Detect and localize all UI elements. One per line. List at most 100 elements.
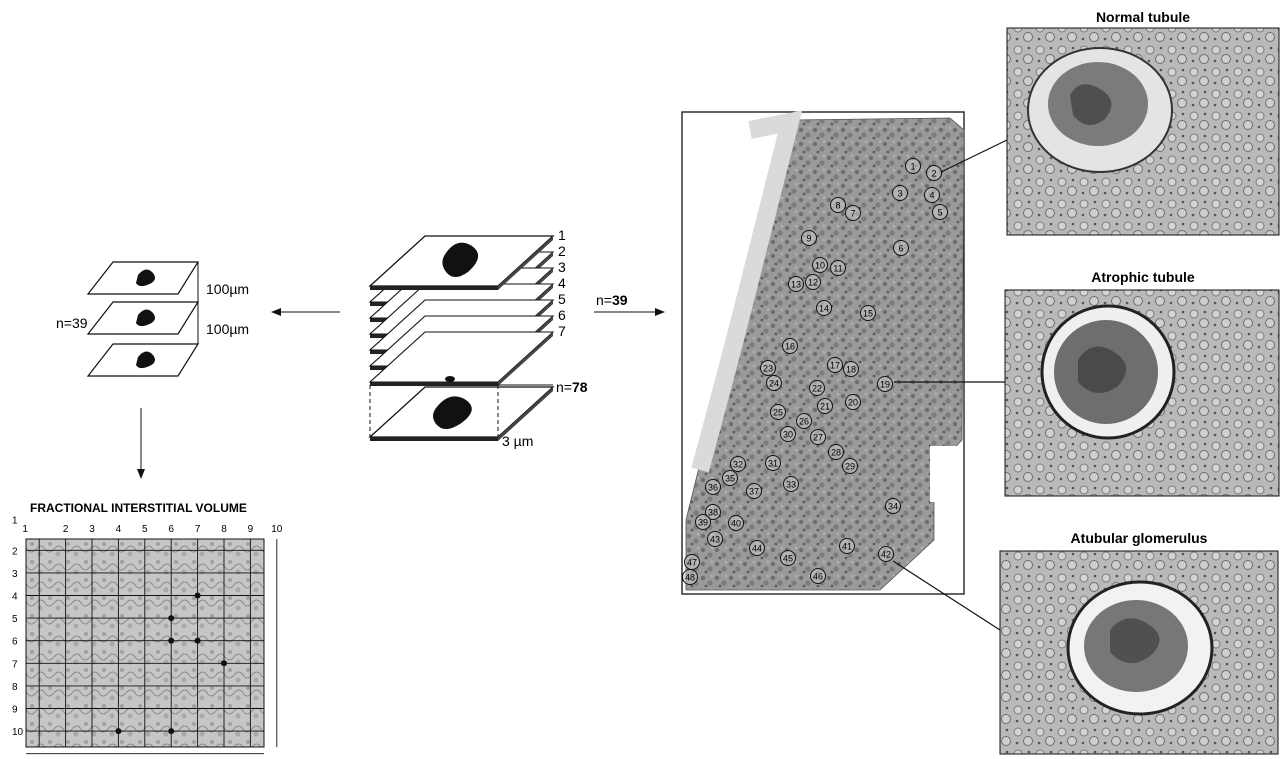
svg-text:26: 26 <box>799 417 809 427</box>
svg-text:38: 38 <box>708 508 718 518</box>
svg-text:30: 30 <box>783 430 793 440</box>
grid-col-label: 1 <box>22 524 28 535</box>
svg-text:23: 23 <box>763 364 773 374</box>
glomerulus-marker: 11 <box>831 261 846 276</box>
svg-text:15: 15 <box>863 309 873 319</box>
svg-text:31: 31 <box>768 459 778 469</box>
glomerulus-marker: 21 <box>818 399 833 414</box>
left-slice-middle <box>88 302 198 334</box>
glomerulus-marker: 17 <box>828 358 843 373</box>
glomerulus-marker: 40 <box>729 516 744 531</box>
glomerulus-marker: 2 <box>927 166 942 181</box>
svg-text:33: 33 <box>786 480 796 490</box>
svg-text:40: 40 <box>731 519 741 529</box>
spacing-label-2: 100µm <box>206 321 249 337</box>
svg-text:46: 46 <box>813 572 823 582</box>
svg-text:2: 2 <box>931 169 936 179</box>
grid-point-marker <box>168 638 174 644</box>
grid-row-label: 6 <box>12 637 18 648</box>
svg-text:36: 36 <box>708 483 718 493</box>
glomerulus-marker: 7 <box>846 206 861 221</box>
glomerulus-marker: 43 <box>708 532 723 547</box>
grid-point-marker <box>115 728 121 734</box>
svg-text:5: 5 <box>937 208 942 218</box>
grid-row-label: 4 <box>12 592 18 603</box>
left-slice-top <box>88 262 198 294</box>
grid-point-marker <box>195 593 201 599</box>
glomerulus-marker: 26 <box>797 414 812 429</box>
svg-text:20: 20 <box>848 398 858 408</box>
svg-text:11: 11 <box>833 264 842 274</box>
glomerulus-marker: 14 <box>817 301 832 316</box>
photo-title-normal: Normal tubule <box>1096 9 1190 25</box>
slice-number: 6 <box>558 307 566 323</box>
grid-row-label: 2 <box>12 546 18 557</box>
thickness-label: 3 µm <box>502 433 533 449</box>
photo-title-atrophic: Atrophic tubule <box>1091 269 1195 285</box>
glomerulus-marker: 13 <box>789 277 804 292</box>
svg-text:3: 3 <box>897 189 902 199</box>
grid-col-label: 8 <box>221 524 227 535</box>
slice-number: 4 <box>558 275 566 291</box>
svg-text:24: 24 <box>769 379 779 389</box>
svg-text:8: 8 <box>835 201 840 211</box>
svg-text:41: 41 <box>842 542 852 552</box>
grid-col-label: 10 <box>271 524 283 535</box>
svg-text:12: 12 <box>808 278 818 288</box>
svg-text:9: 9 <box>806 234 811 244</box>
grid-row-label: 8 <box>12 682 18 693</box>
glomerulus-marker: 30 <box>781 427 796 442</box>
glomerulus-marker: 19 <box>878 377 893 392</box>
svg-text:37: 37 <box>749 487 759 497</box>
tissue-section-panel: 1234567891011121314151617181920212223242… <box>682 112 964 594</box>
section-n-label: n=39 <box>596 292 628 308</box>
svg-text:14: 14 <box>819 304 829 314</box>
svg-text:48: 48 <box>685 573 695 583</box>
glomerulus-marker: 46 <box>811 569 826 584</box>
svg-text:47: 47 <box>687 558 697 568</box>
glomerulus-marker: 45 <box>781 551 796 566</box>
slice-number: 2 <box>558 243 566 259</box>
glomerulus-marker: 39 <box>696 515 711 530</box>
glomerulus-marker: 27 <box>811 430 826 445</box>
grid-col-label: 4 <box>116 524 122 535</box>
grid-point-marker <box>195 638 201 644</box>
svg-text:18: 18 <box>846 365 856 375</box>
grid-col-label: 2 <box>63 524 69 535</box>
svg-text:7: 7 <box>850 209 855 219</box>
glomerulus-marker: 32 <box>731 457 746 472</box>
glomerulus-marker: 31 <box>766 456 781 471</box>
glomerulus-marker: 47 <box>685 555 700 570</box>
slice-number: 7 <box>558 323 566 339</box>
glomerulus-marker: 25 <box>771 405 786 420</box>
grid-point-marker <box>168 615 174 621</box>
slice-number: 5 <box>558 291 566 307</box>
left-slice-stack: 100µm 100µm n=39 <box>56 262 249 376</box>
photo-title-atubular: Atubular glomerulus <box>1071 530 1208 546</box>
glomerulus-marker: 33 <box>784 477 799 492</box>
grid-col-label: 3 <box>89 524 95 535</box>
glomerulus-marker: 24 <box>767 376 782 391</box>
glomerulus-marker: 34 <box>886 499 901 514</box>
glomerulus-marker: 35 <box>723 471 738 486</box>
grid-row-label: 9 <box>12 705 18 716</box>
grid-col-label: 9 <box>248 524 254 535</box>
grid-point-marker <box>221 660 227 666</box>
svg-text:32: 32 <box>733 460 743 470</box>
svg-text:27: 27 <box>813 433 823 443</box>
glomerulus-marker: 41 <box>840 539 855 554</box>
glomerulus-marker: 44 <box>750 541 765 556</box>
grid-row-label: 10 <box>12 727 24 738</box>
glomerulus-marker: 8 <box>831 198 846 213</box>
svg-text:6: 6 <box>898 244 903 254</box>
glomerulus-marker: 42 <box>879 547 894 562</box>
grid-row-label: 7 <box>12 659 18 670</box>
glomerulus-marker: 37 <box>747 484 762 499</box>
svg-text:10: 10 <box>815 261 825 271</box>
svg-text:25: 25 <box>773 408 783 418</box>
grid-row-label: 5 <box>12 614 18 625</box>
glomerulus-marker: 23 <box>761 361 776 376</box>
